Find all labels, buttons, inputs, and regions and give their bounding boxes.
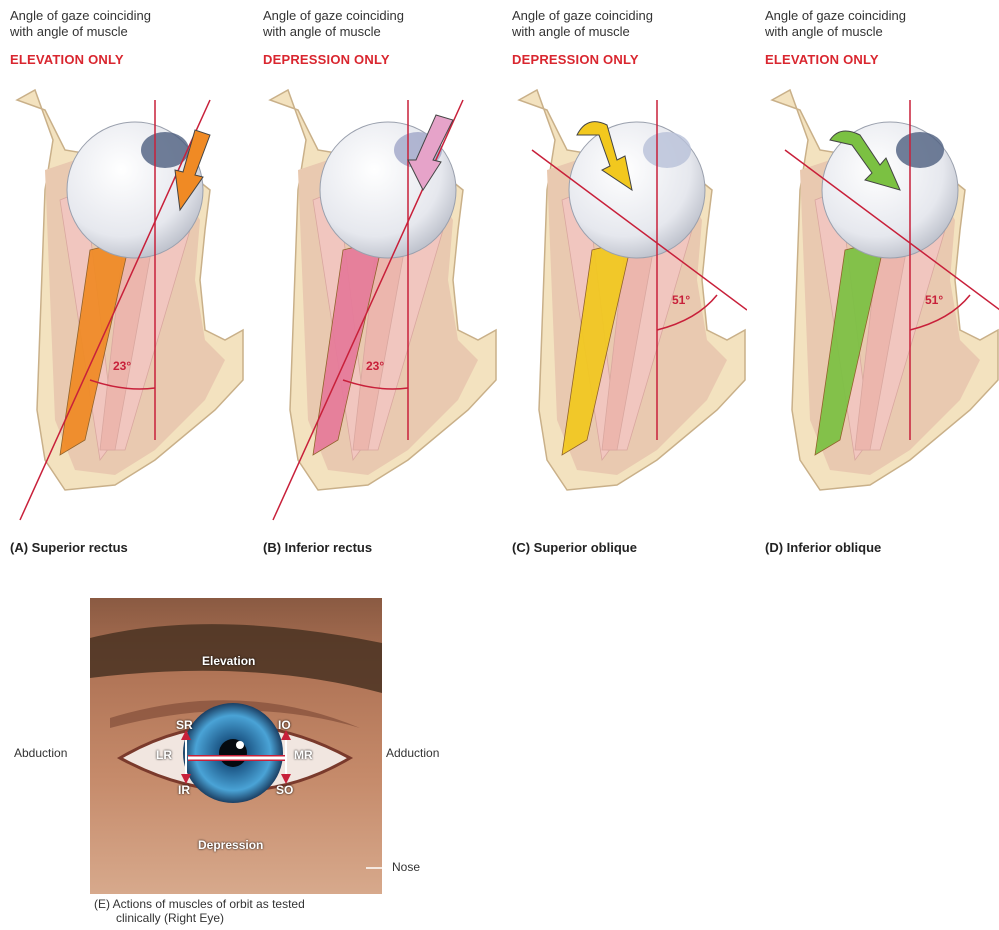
panel-caption: (B) Inferior rectus bbox=[263, 540, 372, 555]
orbit-illustration: 51° bbox=[507, 80, 747, 530]
angle-label: 23° bbox=[366, 359, 384, 373]
panel-caption: (D) Inferior oblique bbox=[765, 540, 881, 555]
angle-label: 51° bbox=[672, 293, 690, 307]
panel-header: Angle of gaze coinciding with angle of m… bbox=[512, 8, 732, 40]
adduction-label: Adduction bbox=[386, 746, 439, 760]
muscle-panel-a: Angle of gaze coinciding with angle of m… bbox=[5, 0, 245, 570]
abduction-label: Abduction bbox=[14, 746, 67, 760]
muscle-action-label: ELEVATION ONLY bbox=[10, 52, 124, 67]
header-line-1: Angle of gaze coinciding bbox=[10, 8, 230, 24]
angle-label: 23° bbox=[113, 359, 131, 373]
catchlight bbox=[236, 741, 244, 749]
panel-caption: (A) Superior rectus bbox=[10, 540, 128, 555]
mr-label: MR bbox=[294, 748, 313, 762]
panel-header: Angle of gaze coinciding with angle of m… bbox=[10, 8, 230, 40]
panel-header: Angle of gaze coinciding with angle of m… bbox=[765, 8, 985, 40]
header-line-2: with angle of muscle bbox=[512, 24, 732, 40]
header-line-2: with angle of muscle bbox=[263, 24, 483, 40]
muscle-panel-b: Angle of gaze coinciding with angle of m… bbox=[258, 0, 498, 570]
ir-label: IR bbox=[178, 783, 190, 797]
so-label: SO bbox=[276, 783, 293, 797]
io-label: IO bbox=[278, 718, 291, 732]
muscle-action-label: ELEVATION ONLY bbox=[765, 52, 879, 67]
header-line-1: Angle of gaze coinciding bbox=[765, 8, 985, 24]
muscle-action-label: DEPRESSION ONLY bbox=[263, 52, 390, 67]
panel-caption: (C) Superior oblique bbox=[512, 540, 637, 555]
depression-label: Depression bbox=[198, 838, 263, 852]
orbit-illustration: 23° bbox=[5, 80, 245, 530]
lr-label: LR bbox=[156, 748, 172, 762]
orbit-illustration: 51° bbox=[760, 80, 999, 530]
header-line-1: Angle of gaze coinciding bbox=[263, 8, 483, 24]
iris bbox=[643, 132, 691, 168]
muscle-panel-c: Angle of gaze coinciding with angle of m… bbox=[507, 0, 747, 570]
header-line-1: Angle of gaze coinciding bbox=[512, 8, 732, 24]
orbit-illustration: 23° bbox=[258, 80, 498, 530]
nose-label: Nose bbox=[392, 860, 420, 874]
elevation-label: Elevation bbox=[202, 654, 255, 668]
muscle-panel-d: Angle of gaze coinciding with angle of m… bbox=[760, 0, 999, 570]
angle-label: 51° bbox=[925, 293, 943, 307]
photo-caption-line-1: (E) Actions of muscles of orbit as teste… bbox=[94, 897, 305, 911]
header-line-2: with angle of muscle bbox=[765, 24, 985, 40]
iris bbox=[896, 132, 944, 168]
header-line-2: with angle of muscle bbox=[10, 24, 230, 40]
photo-caption-line-2: clinically (Right Eye) bbox=[94, 911, 305, 925]
sr-label: SR bbox=[176, 718, 193, 732]
photo-caption: (E) Actions of muscles of orbit as teste… bbox=[94, 897, 305, 925]
muscle-action-label: DEPRESSION ONLY bbox=[512, 52, 639, 67]
clinical-eye-photo: Elevation SR IO LR MR IR SO Depression bbox=[90, 598, 382, 894]
panel-header: Angle of gaze coinciding with angle of m… bbox=[263, 8, 483, 40]
